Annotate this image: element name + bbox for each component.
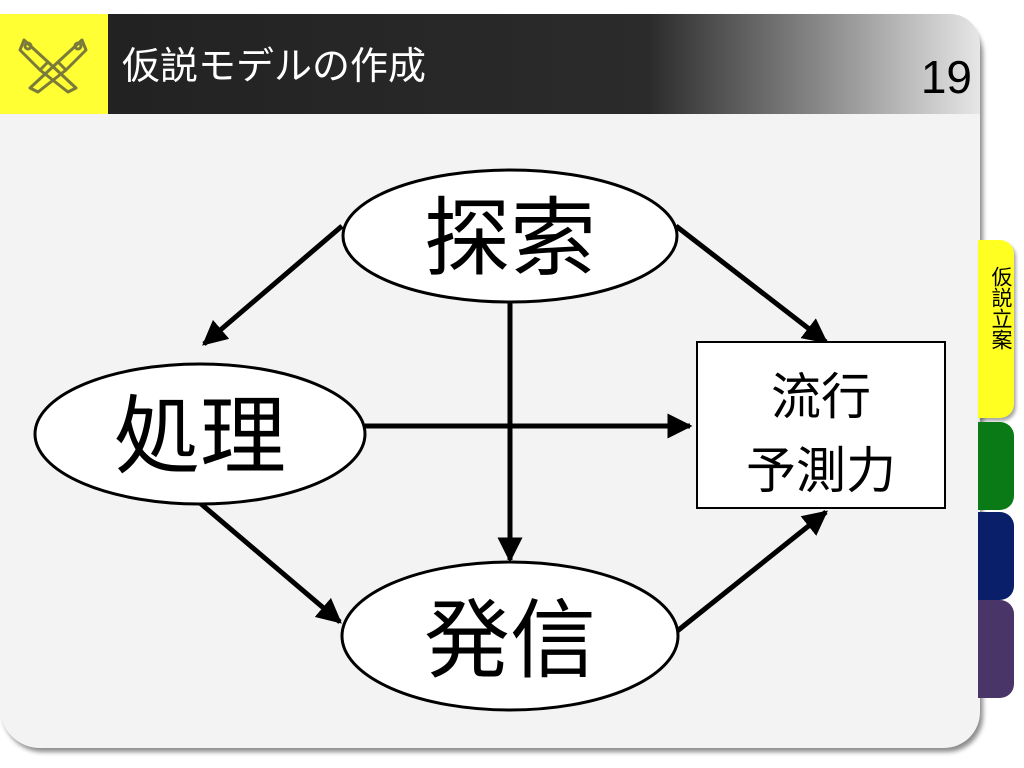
tab-hypothesis-label: 仮説立案	[989, 266, 1013, 350]
logo	[0, 14, 108, 114]
node-trend-prediction: 流行 予測力	[696, 341, 946, 509]
title-bar	[108, 14, 980, 114]
node-transmit: 発信	[340, 560, 680, 712]
node-transmit-label: 発信	[424, 591, 596, 691]
tab-green[interactable]	[978, 422, 1014, 510]
tab-hypothesis[interactable]: 仮説立案	[978, 240, 1014, 418]
node-trend-line1: 流行	[771, 368, 871, 426]
node-explore-label: 探索	[424, 189, 596, 289]
arrow-transmit-to-trend	[674, 510, 828, 634]
tab-blue[interactable]	[978, 512, 1014, 600]
node-process: 処理	[33, 362, 367, 506]
tab-purple[interactable]	[978, 600, 1014, 698]
node-process-label: 処理	[114, 387, 286, 487]
arrow-explore-to-trend	[674, 224, 828, 344]
slide-title: 仮説モデルの作成	[122, 44, 427, 88]
arrow-explore-to-process	[202, 224, 344, 346]
page-number: 19	[920, 51, 972, 103]
node-trend-line2: 予測力	[746, 442, 896, 500]
node-explore: 探索	[341, 168, 679, 304]
arrow-process-to-transmit	[198, 501, 342, 624]
crossed-pencils-icon	[18, 38, 88, 94]
